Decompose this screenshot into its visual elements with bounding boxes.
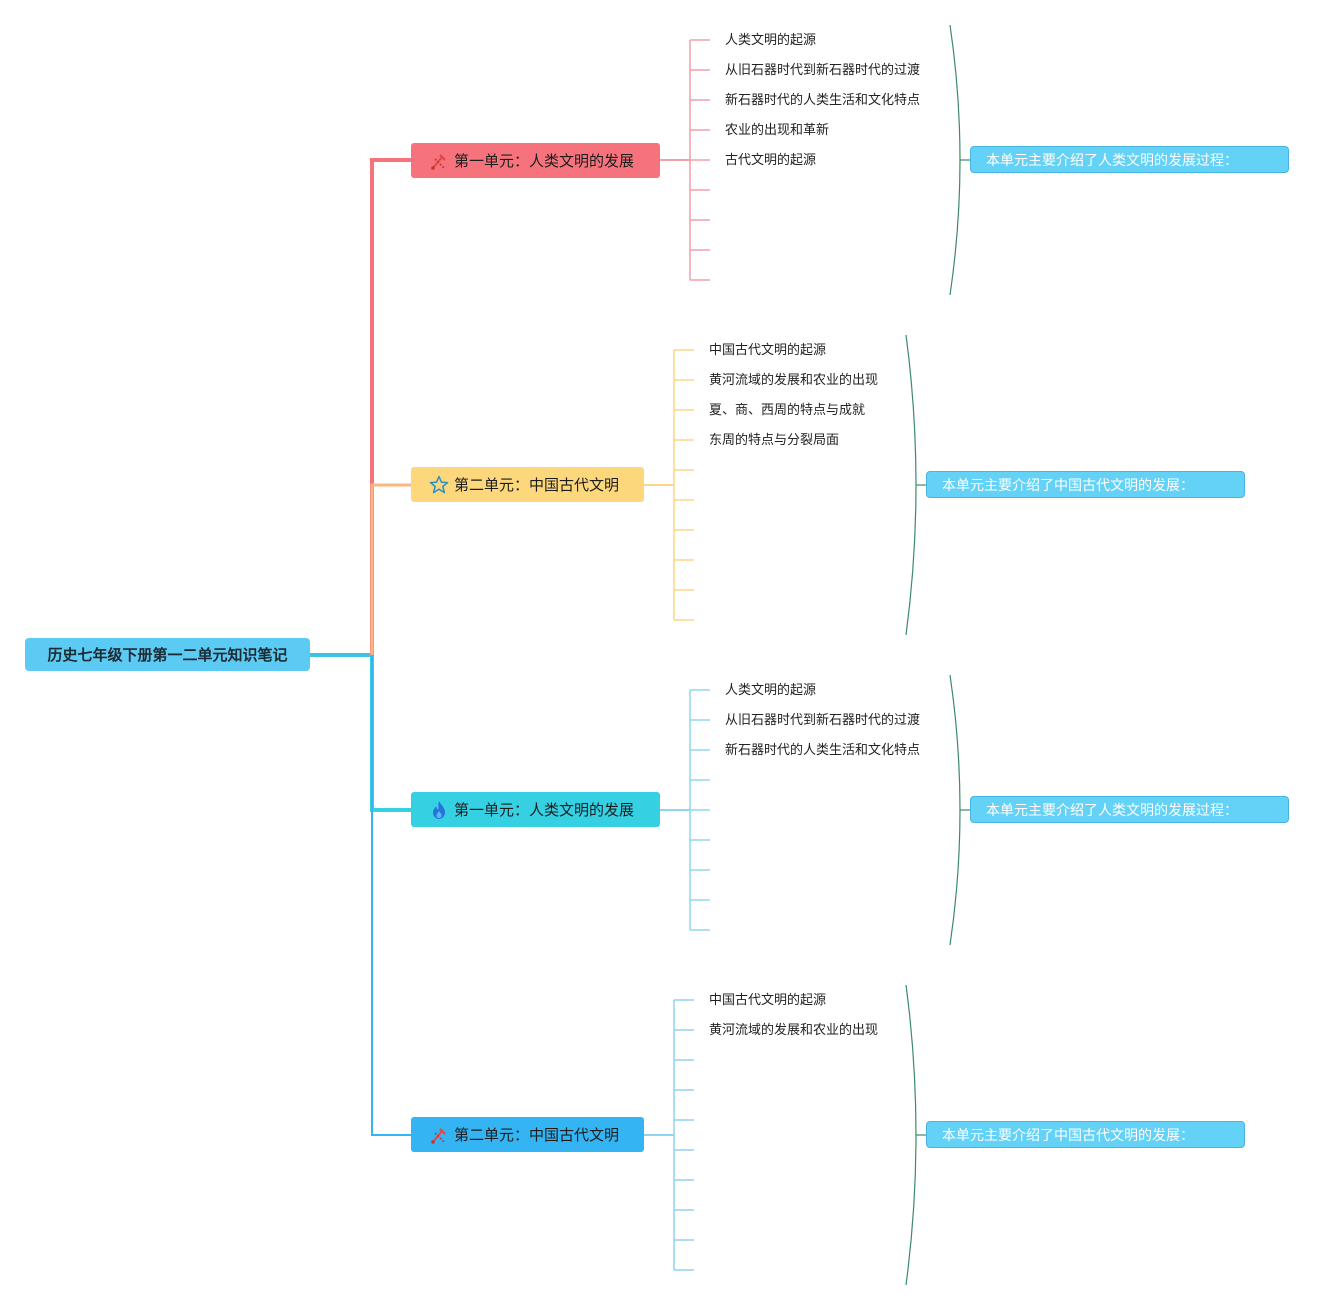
leaf-topic[interactable]: 农业的出现和革新: [725, 123, 830, 138]
branch-topic-unit2[interactable]: 第二单元：中国古代文明: [411, 467, 644, 502]
summary-label: 本单元主要介绍了中国古代文明的发展：: [942, 1127, 1194, 1144]
star-icon: [429, 475, 449, 495]
leaf-topic[interactable]: 人类文明的起源: [725, 683, 817, 698]
leaf-topic[interactable]: 从旧石器时代到新石器时代的过渡: [725, 63, 921, 78]
leaf-topic[interactable]: 夏、商、西周的特点与成就: [709, 403, 866, 418]
branch-connector: [371, 655, 411, 1136]
leaf-topic[interactable]: 东周的特点与分裂局面: [709, 433, 840, 448]
branch-connector: [370, 655, 411, 812]
branch-topic-unit2-copy[interactable]: 第二单元：中国古代文明: [411, 1117, 644, 1152]
branch-topic-unit1-copy[interactable]: 第一单元：人类文明的发展: [411, 792, 660, 827]
flame-icon: [429, 800, 449, 820]
branch-connector: [370, 483, 411, 655]
tools-icon: [429, 151, 449, 171]
root-topic[interactable]: 历史七年级下册第一二单元知识笔记: [25, 638, 310, 671]
leaf-topic[interactable]: 中国古代文明的起源: [709, 343, 827, 358]
summary-label: 本单元主要介绍了人类文明的发展过程：: [986, 152, 1238, 169]
summary-bracket: [905, 334, 917, 636]
branch-label: 第二单元：中国古代文明: [454, 476, 620, 494]
leaf-topic[interactable]: 新石器时代的人类生活和文化特点: [725, 93, 921, 108]
summary-topic[interactable]: 本单元主要介绍了中国古代文明的发展：: [926, 471, 1245, 498]
summary-bracket: [905, 984, 917, 1286]
branch-label: 第一单元：人类文明的发展: [454, 152, 635, 170]
summary-topic[interactable]: 本单元主要介绍了人类文明的发展过程：: [970, 796, 1289, 823]
leaf-topic[interactable]: 古代文明的起源: [725, 153, 817, 168]
leaf-topic[interactable]: 黄河流域的发展和农业的出现: [709, 373, 879, 388]
branch-label: 第二单元：中国古代文明: [454, 1126, 620, 1144]
leaf-topic[interactable]: 新石器时代的人类生活和文化特点: [725, 743, 921, 758]
branch-connector: [370, 158, 411, 655]
tools-icon: [429, 1125, 449, 1145]
summary-topic[interactable]: 本单元主要介绍了中国古代文明的发展：: [926, 1121, 1245, 1148]
leaf-topic[interactable]: 从旧石器时代到新石器时代的过渡: [725, 713, 921, 728]
summary-bracket: [949, 24, 961, 296]
summary-bracket: [949, 674, 961, 946]
root-topic-label: 历史七年级下册第一二单元知识笔记: [47, 646, 288, 664]
branch-label: 第一单元：人类文明的发展: [454, 801, 635, 819]
leaf-topic[interactable]: 黄河流域的发展和农业的出现: [709, 1023, 879, 1038]
summary-topic[interactable]: 本单元主要介绍了人类文明的发展过程：: [970, 146, 1289, 173]
leaf-topic[interactable]: 人类文明的起源: [725, 33, 817, 48]
summary-label: 本单元主要介绍了人类文明的发展过程：: [986, 802, 1238, 819]
leaf-topic[interactable]: 中国古代文明的起源: [709, 993, 827, 1008]
branch-topic-unit1[interactable]: 第一单元：人类文明的发展: [411, 143, 660, 178]
summary-label: 本单元主要介绍了中国古代文明的发展：: [942, 477, 1194, 494]
